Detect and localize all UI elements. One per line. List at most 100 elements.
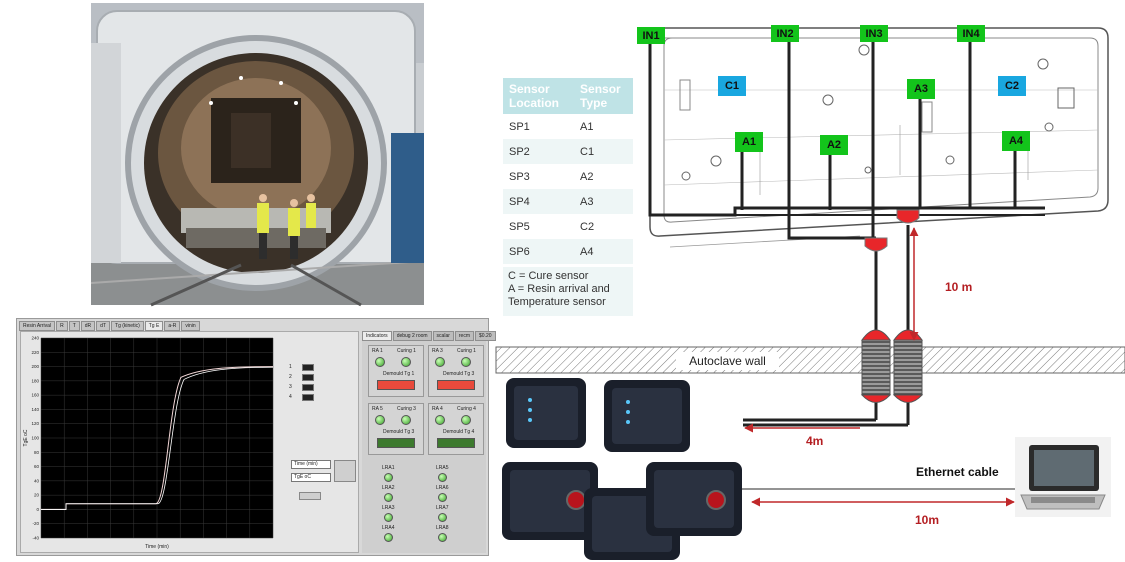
time-readout[interactable]: Time (min) bbox=[291, 460, 331, 469]
header-sensor-type: Sensor Type bbox=[574, 78, 633, 114]
wall-feedthroughs bbox=[860, 329, 924, 403]
tab-scalar[interactable]: scalar bbox=[432, 331, 454, 341]
cursor-buttons[interactable] bbox=[334, 460, 356, 482]
legend-resin: A = Resin arrival and Temperature sensor bbox=[508, 283, 610, 308]
lra-led bbox=[438, 473, 447, 482]
y-tick-label: 180 bbox=[31, 378, 39, 383]
resin-sensor-a4: A4 bbox=[1002, 131, 1030, 151]
distance-label-ethernet: 10m bbox=[915, 513, 940, 527]
input-in1: IN1 bbox=[637, 27, 665, 44]
monitoring-software-panel: Resin Arrival R T dR dT Tg (kinetic) Tg … bbox=[16, 318, 496, 556]
distance-label-horizontal: 4m bbox=[806, 434, 824, 448]
lra-label: LRA6 bbox=[436, 485, 449, 491]
sensor-type-cell: A4 bbox=[574, 239, 633, 264]
interrogator-unit bbox=[646, 462, 742, 536]
interrogator-units bbox=[502, 378, 742, 560]
indicator-tab-bar: Indicators debug 2 room scalar recm $0.2… bbox=[362, 331, 496, 341]
lra-label: LRA1 bbox=[382, 465, 395, 471]
cure-sensor-c1: C1 bbox=[718, 76, 746, 96]
curing-led bbox=[461, 357, 471, 367]
interrogator-unit bbox=[604, 380, 690, 452]
curing-led bbox=[461, 415, 471, 425]
autoclave-wall-label: Autoclave wall bbox=[676, 352, 779, 370]
tab-vinin[interactable]: vinin bbox=[181, 321, 200, 331]
lra-led bbox=[438, 513, 447, 522]
ra-label: RA 4 bbox=[432, 406, 443, 412]
tab-r[interactable]: R bbox=[56, 321, 68, 331]
tab-recm[interactable]: recm bbox=[454, 331, 475, 341]
ra-led bbox=[435, 415, 445, 425]
channel-swatch bbox=[301, 393, 314, 401]
demould-indicator bbox=[377, 438, 415, 448]
sensor-type-cell: C1 bbox=[574, 139, 633, 164]
plot-tools[interactable] bbox=[299, 492, 321, 500]
curing-led bbox=[401, 357, 411, 367]
lra-led bbox=[438, 493, 447, 502]
sensor-type-legend: C = Cure sensor A = Resin arrival and Te… bbox=[503, 267, 633, 316]
curing-label: Curing 4 bbox=[457, 406, 476, 412]
laptop-computer bbox=[1015, 437, 1111, 517]
y-tick-label: 40 bbox=[34, 478, 40, 483]
software-tab-bar: Resin Arrival R T dR dT Tg (kinetic) Tg … bbox=[19, 321, 200, 331]
lra-label: LRA8 bbox=[436, 525, 449, 531]
y-tick-label: 0 bbox=[36, 507, 39, 512]
curing-label: Curing 3 bbox=[397, 406, 416, 412]
legend-cure: C = Cure sensor bbox=[508, 270, 589, 282]
y-tick-label: 140 bbox=[31, 407, 39, 412]
channel-legend: 1 2 3 4 bbox=[289, 362, 329, 402]
autoclave-photo bbox=[90, 3, 425, 307]
lra-label: LRA3 bbox=[382, 505, 395, 511]
lra-label: LRA7 bbox=[436, 505, 449, 511]
y-tick-label: 80 bbox=[34, 450, 40, 455]
tab-tg-e[interactable]: Tg E bbox=[144, 321, 164, 331]
y-tick-label: 120 bbox=[31, 421, 39, 426]
y-axis-label: TgE oC bbox=[23, 429, 29, 446]
cure-sensor-c2: C2 bbox=[998, 76, 1026, 96]
tg-readout[interactable]: TgE oC bbox=[291, 473, 331, 482]
resin-sensor-a3: A3 bbox=[907, 79, 935, 99]
tab-dt[interactable]: dT bbox=[96, 321, 111, 331]
sensor-cables bbox=[648, 40, 1045, 427]
lra-led bbox=[384, 533, 393, 542]
curing-label: Curing 1 bbox=[457, 348, 476, 354]
ra-led bbox=[375, 357, 385, 367]
tg-curve bbox=[41, 366, 274, 510]
ra-indicator-group: RA 5 Curing 3 Demould Tg 3 bbox=[368, 403, 424, 455]
ra-label: RA 5 bbox=[372, 406, 383, 412]
tab-t[interactable]: T bbox=[68, 321, 80, 331]
channel-swatch bbox=[301, 363, 314, 371]
demould-label: Demould Tg 3 bbox=[383, 429, 415, 435]
time-readout-label: Time (min) bbox=[294, 461, 318, 467]
demould-label: Demould Tg 3 bbox=[443, 371, 475, 377]
demould-label: Demould Tg 4 bbox=[443, 429, 475, 435]
y-tick-label: 100 bbox=[31, 436, 39, 441]
tab-debug[interactable]: debug 2 room bbox=[392, 331, 432, 341]
tab-dr[interactable]: dR bbox=[80, 321, 96, 331]
sensor-location-cell: SP5 bbox=[503, 214, 575, 239]
demould-indicator bbox=[377, 380, 415, 390]
y-tick-label: -40 bbox=[32, 536, 39, 541]
channel-index: 1 bbox=[289, 364, 292, 370]
y-tick-label: 240 bbox=[31, 336, 39, 341]
ra-indicator-group: RA 3 Curing 1 Demould Tg 3 bbox=[428, 345, 484, 397]
sensor-type-cell: C2 bbox=[574, 214, 633, 239]
tab-indicators[interactable]: Indicators bbox=[362, 331, 392, 341]
channel-swatch bbox=[301, 383, 314, 391]
resin-sensor-a1: A1 bbox=[735, 132, 763, 152]
ra-led bbox=[375, 415, 385, 425]
tab-a-r[interactable]: a-R bbox=[164, 321, 181, 331]
channel-index: 3 bbox=[289, 384, 292, 390]
tab-tg-kinetic[interactable]: Tg (kinetic) bbox=[111, 321, 144, 331]
interrogator-unit bbox=[506, 378, 586, 448]
ra-label: RA 3 bbox=[432, 348, 443, 354]
input-in2: IN2 bbox=[771, 25, 799, 42]
tab-cost[interactable]: $0.20 bbox=[475, 331, 496, 341]
ra-led bbox=[435, 357, 445, 367]
input-in4: IN4 bbox=[957, 25, 985, 42]
tab-resin-arrival[interactable]: Resin Arrival bbox=[19, 321, 56, 331]
